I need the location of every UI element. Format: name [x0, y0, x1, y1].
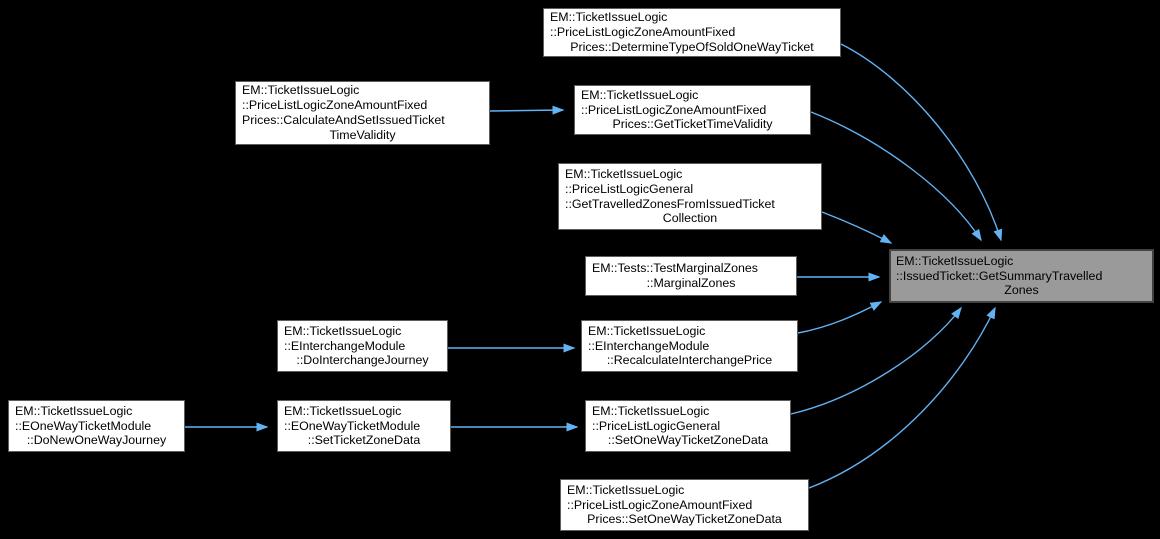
edge-fixed-prices-set-to-get-summary — [808, 306, 996, 489]
node-label-line: ::PriceListLogicZoneAmountFixed — [242, 98, 428, 113]
node-label-line: ::IssuedTicket::GetSummaryTravelled — [896, 268, 1103, 283]
node-test-marginal-zones[interactable]: EM::Tests::TestMarginalZones ::MarginalZ… — [585, 256, 797, 296]
node-label-line: ::PriceListLogicGeneral — [565, 181, 694, 196]
node-label-line: EM::TicketIssueLogic — [592, 403, 710, 418]
node-fixed-prices-set-one-way-ticket-zone-data[interactable]: EM::TicketIssueLogic ::PriceListLogicZon… — [560, 479, 809, 531]
node-label-line: ::MarginalZones — [646, 276, 736, 290]
node-calculate-and-set-issued-ticket-time-validity[interactable]: EM::TicketIssueLogic ::PriceListLogicZon… — [235, 81, 490, 145]
node-label-line: EM::Tests::TestMarginalZones — [592, 261, 758, 276]
node-label-line: TimeValidity — [329, 127, 396, 142]
node-label-line: ::PriceListLogicZoneAmountFixed — [550, 25, 736, 40]
node-label-line: ::PriceListLogicGeneral — [592, 418, 721, 433]
node-general-set-one-way-ticket-zone-data[interactable]: EM::TicketIssueLogic ::PriceListLogicGen… — [585, 400, 791, 452]
node-label-line: Prices::GetTicketTimeValidity — [612, 117, 773, 132]
node-set-ticket-zone-data[interactable]: EM::TicketIssueLogic ::EOneWayTicketModu… — [277, 400, 451, 452]
node-label-line: Prices::DetermineTypeOfSoldOneWayTicket — [570, 39, 814, 54]
node-do-new-one-way-journey[interactable]: EM::TicketIssueLogic ::EOneWayTicketModu… — [8, 400, 185, 452]
node-label-line: EM::TicketIssueLogic — [581, 87, 699, 102]
node-label-line: EM::TicketIssueLogic — [242, 83, 360, 98]
node-label-line: EM::TicketIssueLogic — [284, 323, 402, 338]
edge-calc-time-validity-to-get-ticket-time-validity — [489, 105, 565, 115]
node-label-line: ::PriceListLogicZoneAmountFixed — [581, 102, 767, 117]
node-label-line: ::EOneWayTicketModule — [284, 418, 421, 433]
node-label-line: ::DoInterchangeJourney — [296, 353, 429, 368]
node-label-line: Prices::SetOneWayTicketZoneData — [587, 512, 782, 527]
node-label-line: Collection — [662, 211, 718, 226]
node-label-line: EM::TicketIssueLogic — [565, 166, 683, 181]
node-label-line: ::DoNewOneWayJourney — [26, 433, 167, 448]
node-determine-type-of-sold-one-way-ticket[interactable]: EM::TicketIssueLogic ::PriceListLogicZon… — [543, 8, 841, 57]
node-label-line: Zones — [1004, 283, 1039, 298]
node-label-line: EM::TicketIssueLogic — [284, 403, 402, 418]
node-label-line: ::EOneWayTicketModule — [15, 418, 152, 433]
node-label-line: EM::TicketIssueLogic — [550, 10, 668, 25]
node-label-line: Prices::CalculateAndSetIssuedTicket — [242, 113, 445, 127]
node-label-line: ::SetOneWayTicketZoneData — [607, 433, 769, 448]
edge-determine-type-to-get-summary — [840, 43, 1003, 242]
edge-recalculate-price-to-get-summary — [797, 301, 883, 334]
edge-get-travelled-zones-to-get-summary — [821, 211, 893, 244]
node-label-line: EM::TicketIssueLogic — [896, 253, 1014, 268]
node-label-line: EM::TicketIssueLogic — [15, 403, 133, 418]
node-get-travelled-zones-from-issued-ticket-collection[interactable]: EM::TicketIssueLogic ::PriceListLogicGen… — [558, 163, 822, 230]
node-label-line: ::PriceListLogicZoneAmountFixed — [567, 497, 753, 512]
node-label-line: EM::TicketIssueLogic — [588, 323, 706, 338]
node-label-line: ::EInterchangeModule — [284, 338, 406, 353]
node-get-ticket-time-validity[interactable]: EM::TicketIssueLogic ::PriceListLogicZon… — [574, 85, 811, 135]
node-label-line: ::RecalculateInterchangePrice — [606, 353, 773, 368]
node-label-line: ::SetTicketZoneData — [307, 433, 421, 448]
node-label-line: ::EInterchangeModule — [588, 338, 710, 353]
node-recalculate-interchange-price[interactable]: EM::TicketIssueLogic ::EInterchangeModul… — [581, 320, 798, 372]
node-get-summary-travelled-zones[interactable]: EM::TicketIssueLogic ::IssuedTicket::Get… — [889, 249, 1154, 303]
edge-general-set-to-get-summary — [790, 306, 962, 415]
node-label-line: EM::TicketIssueLogic — [567, 482, 685, 497]
node-do-interchange-journey[interactable]: EM::TicketIssueLogic ::EInterchangeModul… — [277, 320, 448, 372]
node-label-line: ::GetTravelledZonesFromIssuedTicket — [565, 196, 775, 211]
edge-get-ticket-time-validity-to-get-summary — [810, 111, 982, 242]
